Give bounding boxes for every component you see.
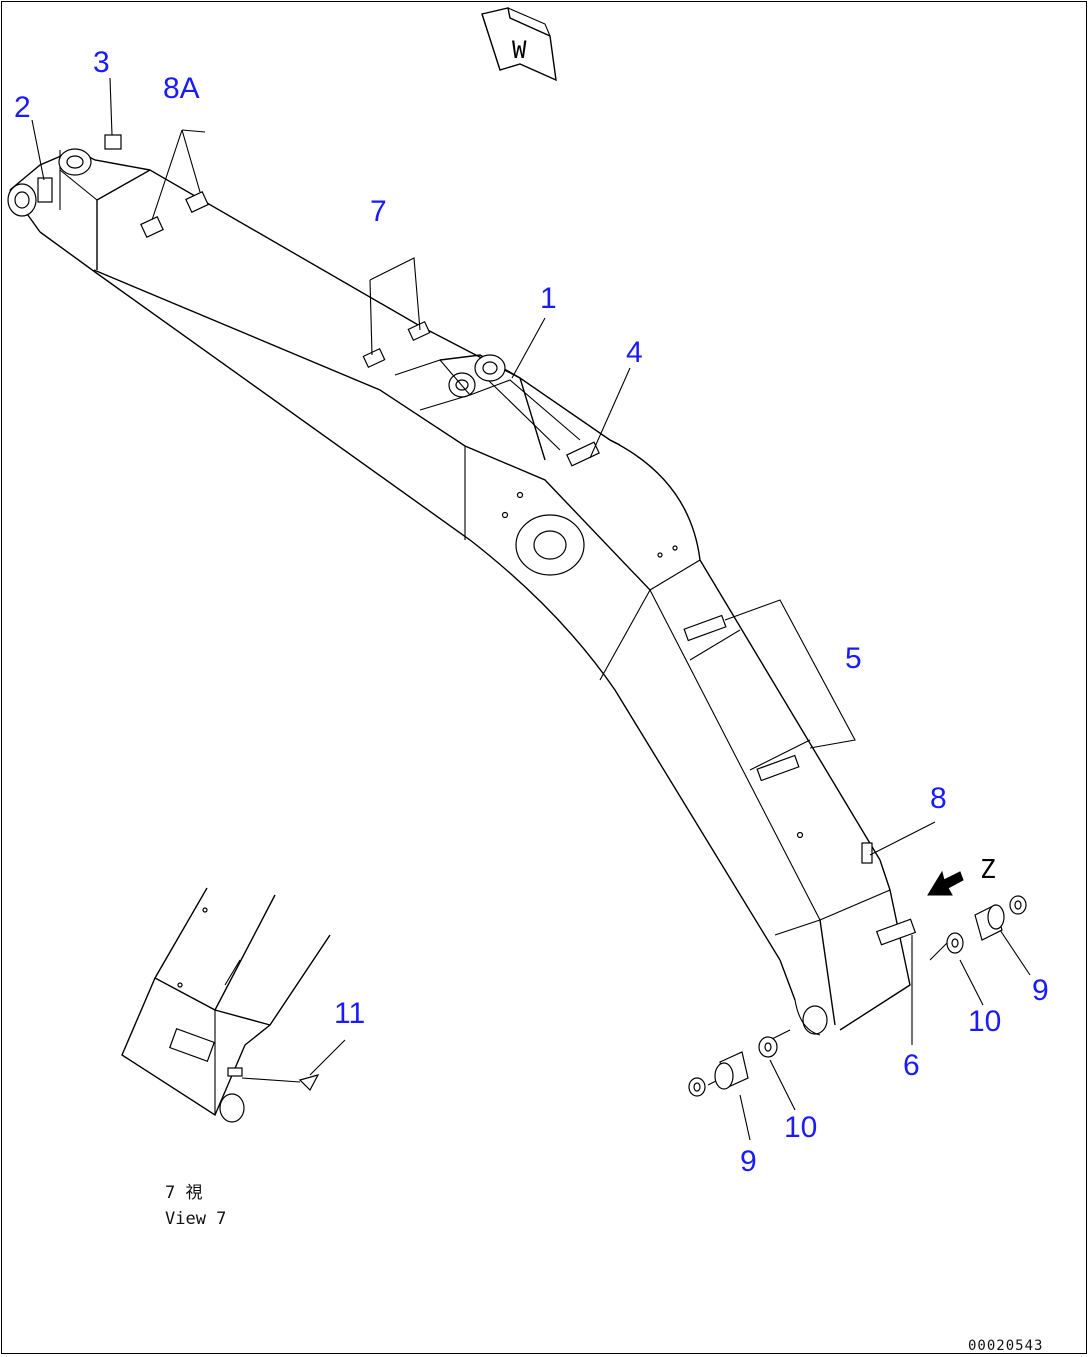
plate-8	[861, 842, 873, 864]
orientation-arrow-icon: W	[481, 7, 557, 82]
callout-9-right: 9	[1032, 974, 1049, 1007]
bracket-2	[37, 177, 53, 203]
orientation-letter: W	[512, 36, 527, 64]
callout-3: 3	[93, 46, 110, 79]
leader-lines	[31, 77, 1031, 1141]
label-11	[298, 1074, 320, 1091]
callout-7: 7	[370, 195, 387, 228]
callout-10-left: 10	[784, 1111, 817, 1144]
callout-2: 2	[14, 91, 31, 124]
clamp-7-a	[362, 347, 386, 369]
loose-parts	[688, 895, 1027, 1097]
callout-5: 5	[845, 642, 862, 675]
detail-plate	[169, 1027, 215, 1063]
clamp-8a-b	[185, 191, 209, 213]
plate-6	[875, 918, 917, 946]
boom-body	[7, 148, 911, 1036]
callout-4: 4	[626, 336, 643, 369]
detail-pin-hole	[219, 1093, 245, 1123]
callout-8a: 8A	[163, 72, 200, 105]
drawing-code: 00020543	[968, 1338, 1043, 1354]
callouts: 3 2 8A 7 1 4 5 8 9 10 6 10 9 11	[14, 46, 1049, 1178]
callout-1: 1	[540, 282, 557, 315]
detail-view	[121, 887, 346, 1123]
view-caption-en: View 7	[165, 1209, 226, 1229]
clamp-8a-a	[140, 216, 164, 238]
view-caption-jp: 7 視	[165, 1183, 202, 1203]
clamp-5-b	[756, 754, 800, 782]
clamp-3	[104, 134, 122, 150]
clamp-5-a	[683, 614, 727, 642]
callout-11: 11	[334, 997, 365, 1030]
view-direction-letter: Z	[980, 855, 996, 885]
hose-clamps	[37, 134, 917, 946]
callout-9-left: 9	[740, 1145, 757, 1178]
callout-10-right: 10	[968, 1005, 1001, 1038]
callout-6: 6	[903, 1049, 920, 1082]
callout-8: 8	[930, 782, 947, 815]
detail-label-tab	[227, 1067, 243, 1077]
clamp-7-b	[407, 320, 431, 342]
plate-4	[566, 441, 600, 467]
boom-tip-pin-hole	[802, 1005, 828, 1035]
view-direction-arrow-icon: Z	[927, 855, 996, 896]
